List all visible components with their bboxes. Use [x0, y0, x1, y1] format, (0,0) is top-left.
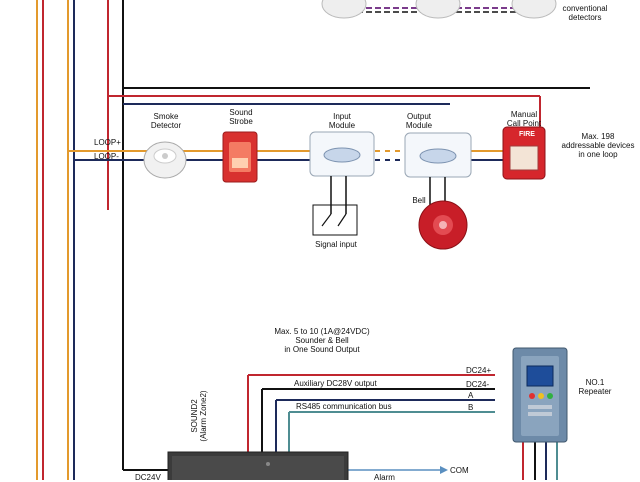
signal-switch-2 [337, 213, 347, 227]
signal-input-box [312, 204, 358, 236]
output-module-label: Output Module [405, 112, 433, 130]
sound-strobe-label: Sound Strobe [229, 108, 253, 126]
output-module-device [404, 132, 472, 178]
loop-minus-label: LOOP- [94, 152, 119, 161]
conventional-detector-3 [511, 0, 557, 19]
bus-a-label: A [468, 391, 474, 400]
alarm-label: Alarm [374, 473, 395, 482]
manual-call-point-device [502, 126, 546, 180]
bell-label: Bell [412, 196, 426, 205]
signal-input-label: Signal input [315, 240, 357, 249]
input-module-label: Input Module [328, 112, 356, 130]
sound-strobe-device [222, 131, 258, 183]
manual-call-point-label: Manual Call Point [506, 110, 542, 128]
fire-text: FIRE [519, 131, 535, 138]
com-label: COM [450, 466, 469, 475]
conventional-detector-1 [321, 0, 367, 19]
rs485-label: RS485 communication bus [296, 402, 392, 411]
bell-device [418, 200, 468, 250]
input-module-device [309, 131, 375, 177]
smoke-detector-label: Smoke Detector [150, 112, 182, 130]
loop-plus-label: LOOP+ [94, 138, 121, 147]
conventional-detectors-label: conventional detectors [562, 4, 608, 22]
dc24-plus-label: DC24+ [466, 366, 492, 375]
bus-b-label: B [468, 403, 474, 412]
fire-alarm-panel [167, 451, 349, 480]
dc24-minus-label: DC24- [466, 380, 490, 389]
repeater-label: NO.1 Repeater [578, 378, 612, 396]
aux-output-label: Auxiliary DC28V output [294, 379, 377, 388]
dc24v-label: DC24V [135, 473, 161, 482]
max-devices-label: Max. 198 addressable devices in one loop [561, 132, 635, 159]
repeater-device [512, 347, 568, 443]
sound-output-note: Max. 5 to 10 (1A@24VDC) Sounder & Bell i… [274, 327, 370, 354]
alarm-arrow [440, 466, 448, 474]
sound-zone-label: SOUND2 (Alarm Zone2) [190, 390, 208, 442]
signal-switch-1 [321, 213, 332, 227]
conventional-detector-2 [415, 0, 461, 19]
smoke-detector-device [143, 141, 187, 179]
